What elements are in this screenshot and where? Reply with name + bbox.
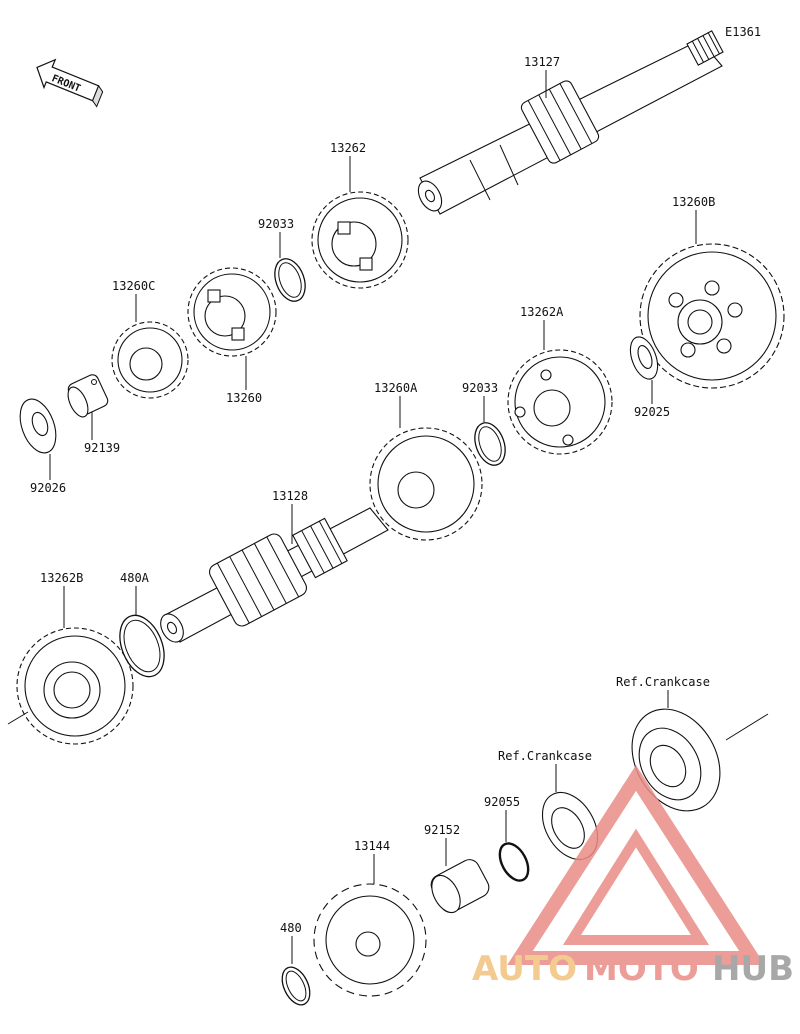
circlip-480: [281, 966, 311, 1006]
watermark-auto: AUTO: [472, 949, 577, 989]
o-ring-92055: [498, 842, 530, 882]
label-13262B: 13262B: [40, 571, 83, 585]
circlip-92033-lower: [474, 422, 506, 466]
label-13260B: 13260B: [672, 195, 715, 209]
label-92139: 92139: [84, 441, 120, 455]
label-13262: 13262: [330, 141, 366, 155]
gear-13260C: [111, 321, 189, 399]
circlip-480A: [119, 614, 165, 678]
washer-92026: [19, 398, 57, 454]
label-13262A: 13262A: [520, 305, 564, 319]
label-13260C: 13260C: [112, 279, 155, 293]
gear-13262A: [507, 349, 613, 455]
label-92033-upper: 92033: [258, 217, 294, 231]
label-92026: 92026: [30, 481, 66, 495]
part-labels: 13127 13262 92033 13260C 13260 92139 920…: [30, 55, 715, 964]
gear-13260B: [639, 243, 785, 389]
front-arrow-icon: FRONT: [36, 58, 104, 108]
bushing-92139: [67, 374, 109, 418]
label-13127: 13127: [524, 55, 560, 69]
label-13144: 13144: [354, 839, 390, 853]
label-92055: 92055: [484, 795, 520, 809]
watermark-moto: MOTO: [584, 949, 699, 989]
label-13260A: 13260A: [374, 381, 418, 395]
sprocket-13144: [313, 883, 427, 997]
circlip-92033-upper: [274, 258, 306, 302]
main-shaft-13127: [417, 30, 724, 215]
collar-92152: [430, 859, 490, 914]
gear-13260: [187, 267, 277, 357]
label-480: 480: [280, 921, 302, 935]
label-ref-crankcase-seal: Ref.Crankcase: [498, 749, 592, 763]
label-13128: 13128: [272, 489, 308, 503]
label-92025: 92025: [634, 405, 670, 419]
oil-seal-crankcase: [541, 792, 599, 860]
automotohub-watermark: AUTO MOTO HUB: [472, 765, 794, 989]
washer-92025: [629, 336, 659, 380]
label-ref-crankcase-bearing: Ref.Crankcase: [616, 675, 710, 689]
diagram-code: E1361: [725, 25, 761, 39]
label-480A: 480A: [120, 571, 150, 585]
gear-13262B: [7, 627, 134, 745]
drive-shaft-13128: [160, 507, 389, 643]
label-92033-lower: 92033: [462, 381, 498, 395]
bearing-crankcase-large: [631, 708, 769, 812]
label-13260: 13260: [226, 391, 262, 405]
watermark-hub: HUB: [712, 949, 794, 989]
gear-13262: [311, 191, 409, 289]
gear-13260A: [369, 427, 483, 541]
label-92152: 92152: [424, 823, 460, 837]
